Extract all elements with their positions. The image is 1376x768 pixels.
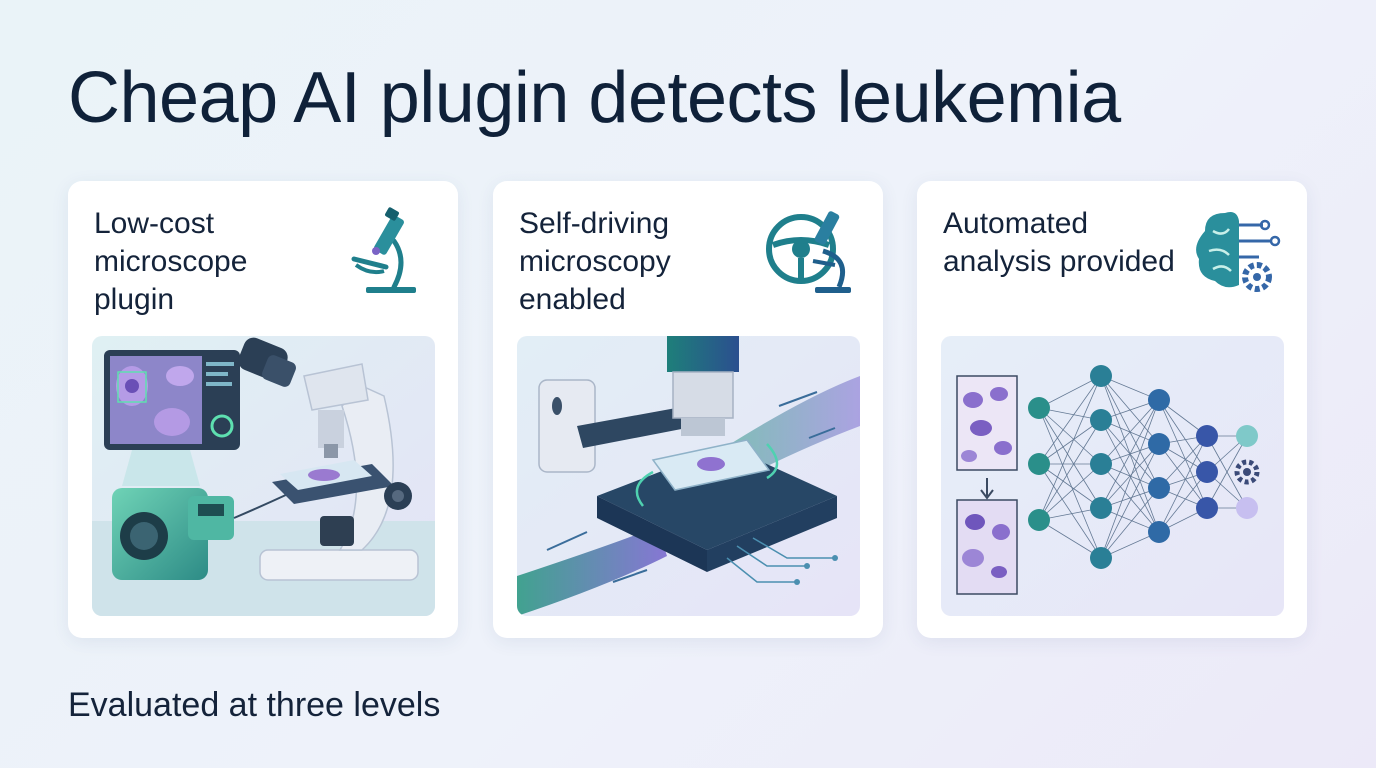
card-label: Self-driving microscopy enabled (519, 207, 671, 316)
card-automated-analysis: Automated analysis provided (917, 181, 1307, 638)
network-node (1028, 509, 1050, 531)
network-edge (1158, 435, 1208, 489)
network-node (1090, 497, 1112, 519)
self-driving-stage-illustration (517, 336, 860, 616)
network-node (1028, 453, 1050, 475)
network-edge (1206, 435, 1248, 509)
network-node (1090, 365, 1112, 387)
network-edge (1158, 435, 1208, 533)
network-edge (1158, 443, 1208, 509)
network-edge (1158, 399, 1208, 473)
network-node (1148, 433, 1170, 455)
network-edge (1158, 399, 1208, 509)
network-edge (1038, 519, 1102, 559)
network-node (1148, 521, 1170, 543)
network-node (1236, 497, 1258, 519)
microscope-icon (336, 201, 436, 301)
network-edge (1100, 487, 1160, 559)
network-edge (1038, 375, 1102, 409)
network-edge (1038, 463, 1102, 521)
steering-wheel-microscope-icon (761, 201, 861, 301)
network-node (1148, 477, 1170, 499)
network-edge (1038, 407, 1102, 465)
network-node (1090, 409, 1112, 431)
footer-caption: Evaluated at three levels (68, 686, 441, 724)
network-edge (1038, 375, 1102, 465)
network-edge (1038, 463, 1102, 559)
microscope-plugin-illustration (92, 336, 435, 616)
card-label: Automated analysis provided (943, 207, 1175, 278)
card-label: Low-cost microscope plugin (94, 207, 248, 316)
network-node (1148, 389, 1170, 411)
card-low-cost-plugin: Low-cost microscope plugin (68, 181, 458, 638)
network-edge (1038, 419, 1102, 465)
network-node (1236, 425, 1258, 447)
network-node (1090, 453, 1112, 475)
network-edge (1100, 399, 1160, 465)
gear-icon (1234, 459, 1260, 485)
network-edge (1100, 443, 1160, 559)
network-edge (1038, 419, 1102, 521)
network-node (1196, 425, 1218, 447)
network-edge (1100, 399, 1160, 559)
network-edge (1100, 399, 1160, 509)
network-node (1196, 461, 1218, 483)
network-edge (1038, 407, 1102, 559)
page-title: Cheap AI plugin detects leukemia (68, 58, 1121, 138)
neural-network-illustration (941, 336, 1284, 616)
network-node (1028, 397, 1050, 419)
network-node (1090, 547, 1112, 569)
network-edge (1158, 471, 1208, 533)
network-edge (1038, 463, 1102, 509)
network-edge (1038, 375, 1102, 521)
network-edge (1038, 407, 1102, 509)
network-edge (1100, 443, 1160, 509)
network-node (1196, 497, 1218, 519)
card-self-driving-microscopy: Self-driving microscopy enabled (493, 181, 883, 638)
brain-circuit-gear-icon (1185, 201, 1285, 301)
